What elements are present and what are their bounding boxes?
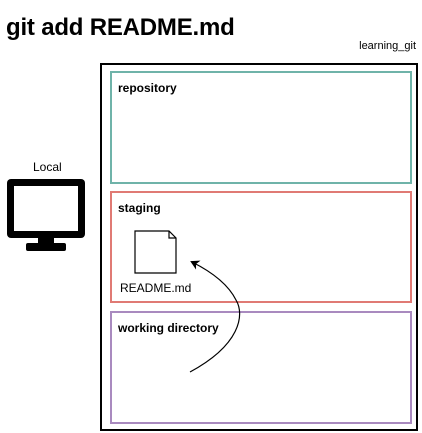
repository-zone-label: repository (118, 81, 177, 95)
repository-name-label: learning_git (359, 40, 416, 52)
staging-zone-label: staging (118, 201, 161, 215)
local-label: Local (33, 160, 62, 174)
computer-icon (7, 179, 85, 251)
repository-zone: repository (110, 71, 412, 184)
readme-file-label: README.md (120, 281, 192, 295)
staging-zone: staging (110, 191, 412, 303)
repository-frame (100, 63, 418, 431)
readme-file-icon (134, 230, 177, 274)
working-directory-zone: working directory (110, 311, 412, 424)
page-title: git add README.md (6, 14, 235, 41)
working-directory-zone-label: working directory (118, 321, 219, 335)
